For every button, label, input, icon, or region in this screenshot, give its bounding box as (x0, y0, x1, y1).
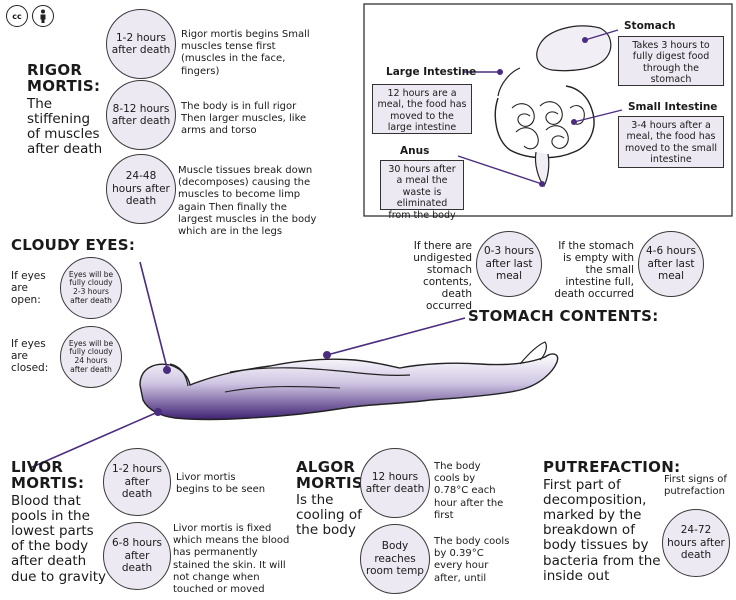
stomach-label: Stomach (624, 20, 676, 32)
algor-stage-2-circle: Body reaches room temp (360, 524, 430, 594)
creative-commons-icon: cc (6, 5, 28, 27)
large-intestine-label: Large Intestine (386, 66, 477, 78)
stomach-contents-title: STOMACH CONTENTS: (468, 307, 659, 325)
rigor-stage-2-circle: 8-12 hours after death (106, 80, 176, 150)
rigor-stage-1-circle: 1-2 hours after death (106, 9, 176, 79)
rigor-title: RIGOR MORTIS: (27, 61, 101, 95)
algor-stage-1-circle: 12 hours after death (360, 448, 430, 518)
eyes-open-circle: Eyes will be fully cloudy 2-3 hours afte… (60, 257, 122, 319)
undigested-circle: 0-3 hours after last meal (476, 231, 542, 297)
rigor-stage-3-circle: 24-48 hours after death (106, 154, 176, 224)
livor-stage-2-text: Livor mortis is fixed which means the bl… (173, 523, 290, 595)
algor-stage-1-text: The body cools by 0.78°C each hour after… (434, 461, 504, 521)
livor-stage-2-circle: 6-8 hours after death (103, 522, 171, 590)
livor-description: Blood that pools in the lowest parts of … (11, 493, 106, 585)
algor-title: ALGOR MORTIS: (296, 458, 370, 492)
eyes-open-label: If eyes are open: (11, 270, 46, 307)
putrefaction-note: First signs of putrefaction (664, 474, 727, 498)
body-silhouette (139, 353, 559, 421)
rigor-stage-3-text: Muscle tissues break down (decomposes) c… (178, 165, 317, 237)
anus-label: Anus (400, 145, 430, 157)
small-intestine-label: Small Intestine (628, 101, 718, 113)
empty-stomach-circle: 4-6 hours after last meal (638, 231, 704, 297)
algor-description: Is the cooling of the body (296, 492, 362, 539)
rigor-description: The stiffening of muscles after death (27, 96, 103, 158)
rigor-stage-1-text: Rigor mortis begins Small muscles tense … (181, 29, 310, 77)
cloudy-eyes-title: CLOUDY EYES: (11, 236, 136, 254)
eyes-closed-circle: Eyes will be fully cloudy 24 hours after… (60, 326, 122, 388)
putrefaction-circle: 24-72 hours after death (662, 509, 730, 577)
person-icon (32, 5, 54, 27)
eyes-closed-label: If eyes are closed: (11, 338, 49, 375)
undigested-text: If there are undigested stomach contents… (413, 240, 472, 313)
putrefaction-title: PUTREFACTION: (543, 458, 681, 476)
livor-stage-1-text: Livor mortis begins to be seen (176, 472, 266, 496)
small-intestine-info-box: 3-4 hours after a meal, the food has mov… (618, 116, 724, 168)
rigor-stage-2-text: The body is in full rigor Then larger mu… (181, 101, 307, 137)
livor-stage-1-circle: 1-2 hours after death (103, 448, 171, 516)
stomach-info-box: Takes 3 hours to fully digest food throu… (618, 36, 724, 86)
putrefaction-description: First part of decomposition, marked by t… (543, 477, 661, 584)
empty-stomach-text: If the stomach is empty with the small i… (554, 240, 634, 301)
large-intestine-info-box: 12 hours are a meal, the food has moved … (372, 84, 472, 134)
livor-title: LIVOR MORTIS: (11, 458, 85, 492)
anus-info-box: 30 hours after a meal the waste is elimi… (380, 160, 464, 221)
algor-stage-2-text: The body cools by 0.39°C every hour afte… (434, 536, 510, 584)
